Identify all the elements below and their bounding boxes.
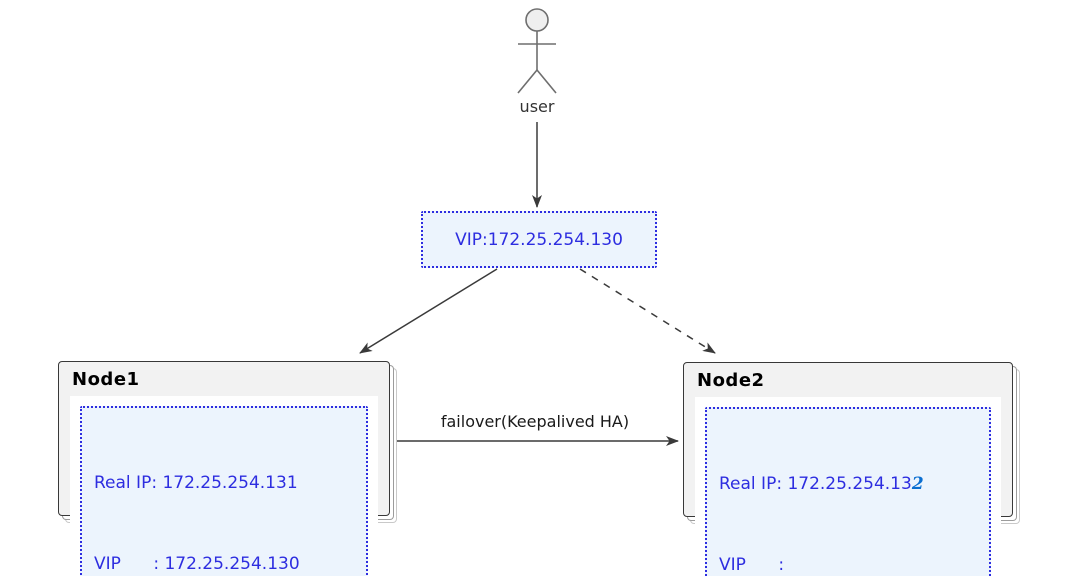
node2-real-ip-prefix: Real IP: 172.25.254.13 xyxy=(719,474,912,494)
actor-label: user xyxy=(519,97,555,116)
node2-real-ip-suffix-glyph: 2 xyxy=(911,474,924,494)
node2-inner: Real IP: 172.25.254.132 VIP : xyxy=(695,397,1001,576)
node1-box: Node1 Real IP: 172.25.254.131 VIP : 172.… xyxy=(58,361,390,576)
failover-edge-label: failover(Keepalived HA) xyxy=(440,412,630,431)
node2-box: Node2 Real IP: 172.25.254.132 VIP : xyxy=(683,362,1013,576)
actor-icon xyxy=(517,8,557,94)
edge-vip-to-node1 xyxy=(359,268,498,354)
node2-ip-box: Real IP: 172.25.254.132 VIP : xyxy=(705,407,991,576)
node2-real-ip-line: Real IP: 172.25.254.132 xyxy=(719,471,977,498)
node1-inner: Real IP: 172.25.254.131 VIP : 172.25.254… xyxy=(70,396,378,576)
vip-box-label: VIP:172.25.254.130 xyxy=(455,229,623,250)
node2-title: Node2 xyxy=(697,370,765,391)
node1-real-ip-line: Real IP: 172.25.254.131 xyxy=(94,473,298,493)
vip-box: VIP:172.25.254.130 xyxy=(421,211,657,268)
node1-vip-line: VIP : 172.25.254.130 xyxy=(94,554,300,574)
node2-vip-line: VIP : xyxy=(719,555,785,575)
edge-vip-to-node2 xyxy=(579,268,716,354)
node1-title: Node1 xyxy=(72,369,140,390)
node1-ip-box: Real IP: 172.25.254.131 VIP : 172.25.254… xyxy=(80,406,368,576)
